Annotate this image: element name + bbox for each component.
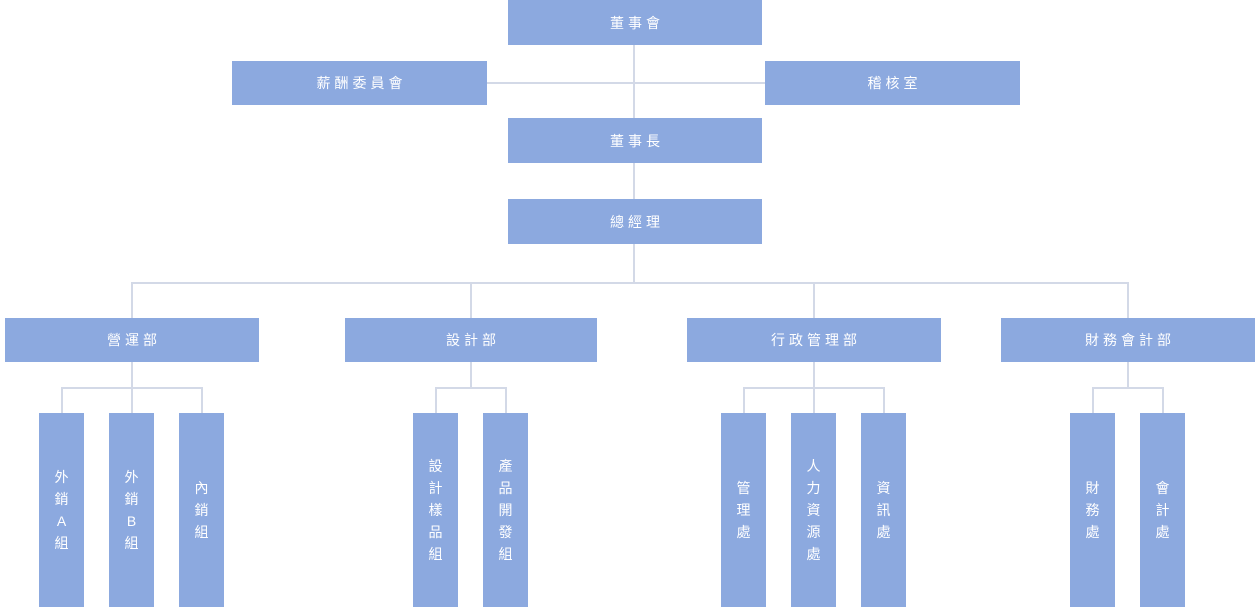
- org-node-finance-office: 財務處: [1070, 413, 1115, 607]
- org-node-label: 資訊處: [876, 480, 891, 540]
- org-node-label: 管理處: [736, 480, 751, 540]
- connector-line: [1162, 388, 1164, 413]
- connector-line: [633, 45, 635, 118]
- connector-line: [1092, 388, 1094, 413]
- org-node-label: 薪酬委員會: [316, 75, 407, 91]
- connector-line: [131, 388, 133, 413]
- org-node-domestic-sales-group: 內銷組: [179, 413, 224, 607]
- org-node-design-dept: 設計部: [345, 318, 597, 362]
- org-node-board: 董事會: [508, 0, 762, 45]
- connector-line: [813, 388, 815, 413]
- connector-line: [813, 362, 815, 388]
- connector-line: [743, 388, 745, 413]
- connector-line: [813, 283, 815, 318]
- connector-line: [1127, 362, 1129, 388]
- connector-line: [633, 163, 635, 199]
- connector-line: [61, 388, 63, 413]
- org-node-label: 總經理: [610, 213, 664, 230]
- connector-line: [131, 282, 1129, 284]
- connector-line: [505, 388, 507, 413]
- org-node-label: 行政管理部: [771, 332, 861, 348]
- org-node-export-group-a: 外銷A組: [39, 413, 84, 607]
- connector-line: [633, 243, 635, 283]
- org-node-export-group-b: 外銷B組: [109, 413, 154, 607]
- org-node-human-resources-office: 人力資源處: [791, 413, 836, 607]
- org-node-operations-dept: 營運部: [5, 318, 259, 362]
- org-node-information-office: 資訊處: [861, 413, 906, 607]
- connector-line: [131, 283, 133, 318]
- org-node-label: 財務處: [1085, 480, 1100, 540]
- connector-line: [487, 82, 765, 84]
- org-node-audit-office: 稽核室: [765, 61, 1020, 105]
- org-node-product-development-group: 產品開發組: [483, 413, 528, 607]
- org-node-label: 董事長: [610, 132, 664, 149]
- org-node-admin-management-dept: 行政管理部: [687, 318, 941, 362]
- org-node-compensation-committee: 薪酬委員會: [232, 61, 487, 105]
- org-node-design-sample-group: 設計樣品組: [413, 413, 458, 607]
- org-node-chairman: 董事長: [508, 118, 762, 163]
- org-node-label: 稽核室: [867, 75, 922, 91]
- org-node-label: 人力資源處: [806, 458, 821, 562]
- connector-line: [1127, 283, 1129, 318]
- connector-line: [1092, 387, 1164, 389]
- org-node-label: 董事會: [610, 14, 664, 31]
- org-node-label: 營運部: [107, 332, 161, 348]
- org-node-label: 外銷B組: [124, 469, 139, 551]
- org-node-management-office: 管理處: [721, 413, 766, 607]
- org-node-accounting-office: 會計處: [1140, 413, 1185, 607]
- connector-line: [201, 388, 203, 413]
- connector-line: [470, 283, 472, 318]
- connector-line: [470, 362, 472, 388]
- connector-line: [883, 388, 885, 413]
- org-node-label: 財務會計部: [1085, 332, 1175, 348]
- connector-line: [435, 387, 507, 389]
- org-node-label: 產品開發組: [498, 458, 513, 562]
- org-node-label: 內銷組: [194, 480, 209, 540]
- org-node-label: 外銷A組: [54, 469, 69, 551]
- org-node-general-manager: 總經理: [508, 199, 762, 244]
- org-node-finance-accounting-dept: 財務會計部: [1001, 318, 1255, 362]
- org-node-label: 設計樣品組: [428, 458, 443, 562]
- org-node-label: 設計部: [446, 332, 500, 348]
- org-node-label: 會計處: [1155, 480, 1170, 540]
- connector-line: [435, 388, 437, 413]
- connector-line: [131, 362, 133, 388]
